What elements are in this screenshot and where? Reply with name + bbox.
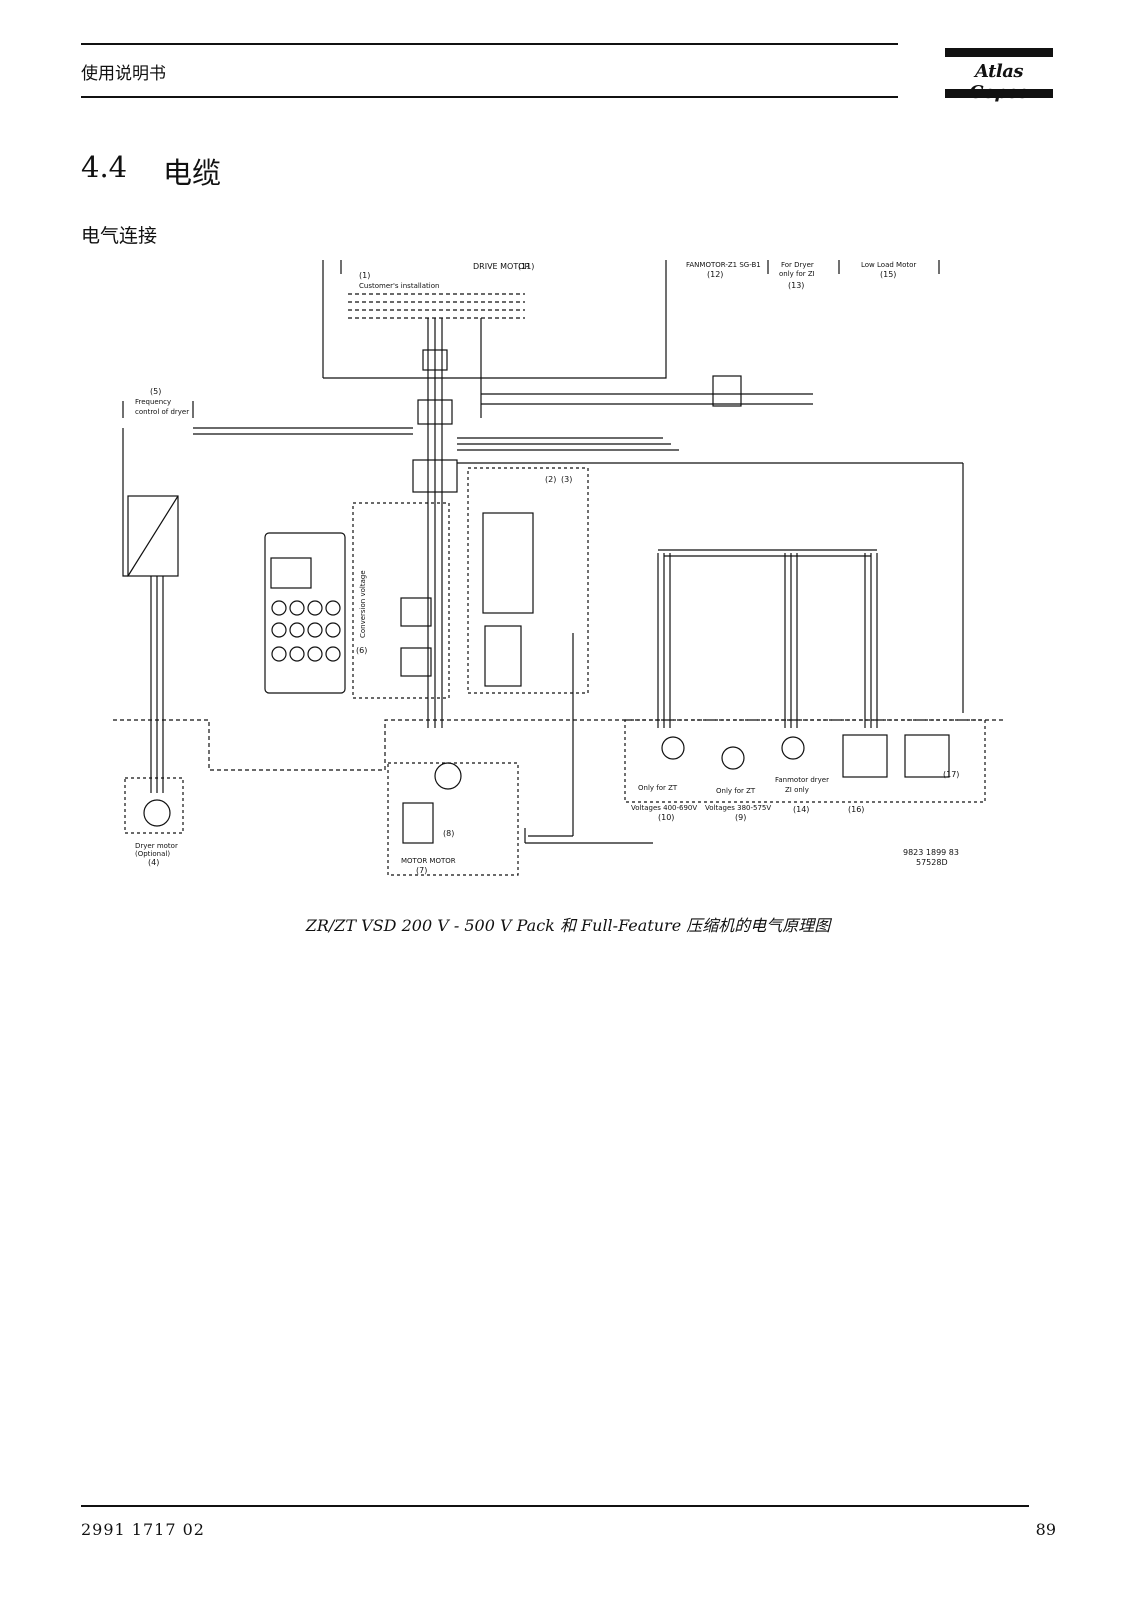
- label-n4: (4): [148, 858, 159, 867]
- branch-lines: [657, 549, 878, 728]
- label-only-for-zt: Only for ZT: [638, 784, 678, 792]
- supply-lines: [348, 293, 525, 319]
- label-n14: (14): [793, 805, 809, 814]
- label-low-load-motor: Low Load Motor: [861, 261, 916, 269]
- label-n12: (12): [707, 270, 723, 279]
- label-n2: (2): [545, 475, 556, 484]
- label-zi-only: ZI only: [785, 786, 809, 794]
- label-motor-bottom: MOTOR MOTOR: [401, 857, 456, 865]
- label-fan-motor-dryer: Fanmotor dryer: [775, 776, 829, 784]
- label-n15: (15): [880, 270, 896, 279]
- label-dryer-motor-sub: (Optional): [135, 850, 170, 858]
- label-customer-installation: Customer's installation: [359, 282, 439, 290]
- header-top-rule: [81, 43, 898, 45]
- wiring-diagram: DRIVE MOTOR (11) FANMOTOR-Z1 SG-B1 (12) …: [113, 260, 1003, 876]
- drawing-revision: 57528D: [916, 858, 948, 867]
- label-n9: (9): [735, 813, 746, 822]
- top-section-markers: [322, 260, 940, 378]
- label-only-for-zi: only for ZI: [779, 270, 815, 278]
- section-title: 电缆: [163, 156, 222, 190]
- label-n17: (17): [943, 770, 959, 779]
- label-n10: (10): [658, 813, 674, 822]
- document-number: 2991 1717 02: [81, 1520, 205, 1539]
- panel-buttons: [271, 600, 341, 662]
- diagram-caption: ZR/ZT VSD 200 V - 500 V Pack 和 Full-Feat…: [305, 916, 831, 935]
- drawing-number: 9823 1899 83: [903, 848, 959, 857]
- label-voltages-b: Voltages 380-575V: [705, 804, 771, 812]
- main-trunk: [412, 318, 482, 728]
- label-dryer-motor: Dryer motor: [135, 842, 178, 850]
- label-conversion-voltage: Conversion voltage: [359, 570, 367, 638]
- label-n7: (7): [416, 866, 427, 875]
- label-n1: (1): [359, 271, 370, 280]
- label-only-for-zt-b: Only for ZT: [716, 787, 756, 795]
- control-panel: [264, 532, 346, 694]
- label-voltages-a: Voltages 400-690V: [631, 804, 697, 812]
- label-n5: (5): [150, 387, 161, 396]
- label-frequency: Frequency: [135, 398, 171, 406]
- page-number: 89: [1035, 1520, 1056, 1539]
- subheading: 电气连接: [81, 225, 158, 247]
- label-fan-motor: FANMOTOR-Z1 SG-B1: [686, 261, 761, 269]
- label-n16: (16): [848, 805, 864, 814]
- footer-rule: [81, 1505, 1029, 1507]
- label-n11: (11): [518, 262, 534, 271]
- label-n3: (3): [561, 475, 572, 484]
- label-n8: (8): [443, 829, 454, 838]
- label-drive-motor: DRIVE MOTOR: [473, 262, 531, 271]
- dryer-inverter: [127, 495, 179, 577]
- section-number: 4.4: [81, 150, 128, 184]
- feeders: [193, 375, 964, 713]
- manual-title: 使用说明书: [81, 64, 166, 84]
- atlas-copco-logo: Atlas Copco: [945, 48, 1053, 103]
- header-bottom-rule: [81, 96, 898, 98]
- label-control-of-dryer: control of dryer: [135, 408, 189, 416]
- label-n13: (13): [788, 281, 804, 290]
- label-n6: (6): [356, 646, 367, 655]
- label-for-dryer: For Dryer: [781, 261, 814, 269]
